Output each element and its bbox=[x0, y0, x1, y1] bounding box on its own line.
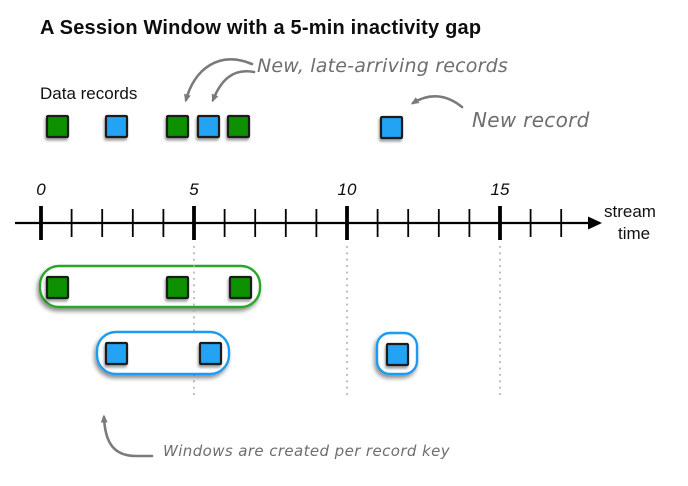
stream-time-label-line1: stream bbox=[604, 202, 656, 221]
windows-per-key-annotation: Windows are created per record key bbox=[163, 442, 450, 460]
axis-tick-label: 10 bbox=[337, 180, 357, 199]
record-square-blue bbox=[198, 341, 223, 366]
axis-arrowhead bbox=[588, 216, 602, 230]
record-square-blue bbox=[196, 114, 221, 139]
windows-note-arrow bbox=[100, 414, 154, 458]
stream-time-axis-label: stream time bbox=[604, 201, 684, 245]
stream-time-label-line2: time bbox=[618, 224, 651, 243]
record-square-green bbox=[228, 275, 253, 300]
new-record-annotation: New record bbox=[472, 108, 590, 132]
record-square-green bbox=[226, 114, 251, 139]
record-square-green bbox=[165, 275, 190, 300]
record-square-blue bbox=[379, 115, 404, 140]
new-record-arrow bbox=[410, 95, 464, 109]
record-square-blue bbox=[104, 114, 129, 139]
record-square-blue bbox=[104, 341, 129, 366]
late-records-annotation: New, late-arriving records bbox=[257, 55, 508, 77]
axis-tick-label: 0 bbox=[36, 180, 46, 199]
session-window-blue bbox=[95, 330, 231, 376]
record-square-green bbox=[45, 114, 70, 139]
axis-tick-label: 15 bbox=[490, 180, 510, 199]
session-window-green bbox=[38, 264, 262, 309]
late-records-arrow-right bbox=[211, 69, 256, 103]
record-square-blue bbox=[385, 342, 410, 367]
late-records-arrow-left bbox=[184, 58, 254, 103]
axis-tick-label: 5 bbox=[189, 180, 199, 199]
page-title: A Session Window with a 5-min inactivity… bbox=[40, 17, 482, 39]
data-records-label: Data records bbox=[40, 84, 138, 103]
record-square-green bbox=[45, 275, 70, 300]
record-square-green bbox=[165, 114, 190, 139]
